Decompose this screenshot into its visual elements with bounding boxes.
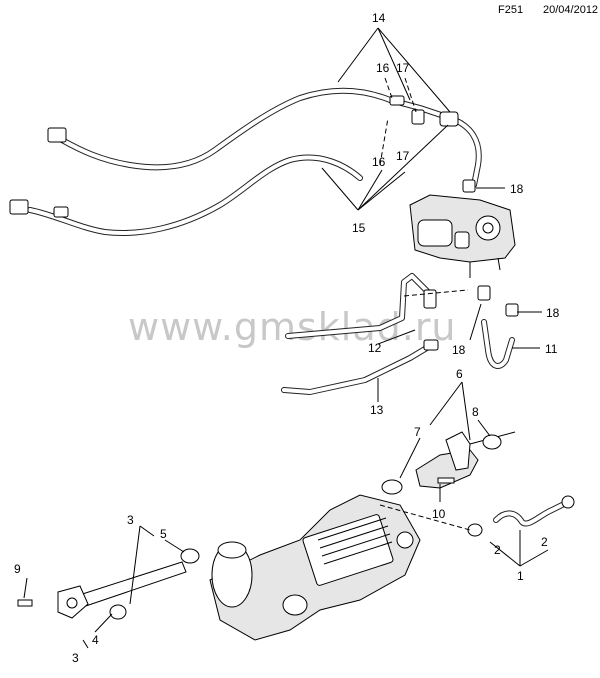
gasket-5 bbox=[180, 548, 200, 564]
callout-3-lower: 3 bbox=[72, 651, 79, 665]
hose-15 bbox=[9, 154, 363, 236]
callout-4: 4 bbox=[92, 633, 99, 647]
clip-17 bbox=[411, 109, 425, 125]
callout-18-top: 18 bbox=[510, 182, 524, 196]
leader-lines bbox=[23, 27, 549, 649]
hose-14 bbox=[47, 87, 482, 188]
callout-13: 13 bbox=[370, 403, 384, 417]
connector-16 bbox=[389, 95, 405, 106]
clip-18-upper bbox=[462, 179, 476, 193]
flange-pipe-6 bbox=[381, 431, 516, 495]
hose-14-sleeve bbox=[439, 111, 459, 127]
pipe-3 bbox=[17, 548, 200, 620]
hose-11 bbox=[481, 319, 515, 369]
callout-18-right: 18 bbox=[546, 306, 560, 320]
callout-10: 10 bbox=[432, 507, 446, 521]
watermark-text: www.gmsklad.ru bbox=[128, 305, 457, 349]
gasket-8 bbox=[482, 434, 502, 450]
clip-18-left bbox=[477, 285, 491, 301]
diagram-code: F251 bbox=[498, 4, 524, 16]
gasket-4 bbox=[109, 604, 127, 620]
clip-18-right bbox=[505, 303, 519, 317]
callout-9: 9 bbox=[14, 562, 21, 576]
valve-assembly bbox=[409, 194, 516, 278]
callout-12: 12 bbox=[368, 341, 382, 355]
bolt-10 bbox=[437, 477, 455, 484]
callout-16-lower: 16 bbox=[372, 155, 386, 169]
callout-18-mid: 18 bbox=[452, 343, 466, 357]
gasket-7 bbox=[381, 479, 403, 495]
gasket-2-left bbox=[467, 523, 483, 537]
pipe-1 bbox=[467, 495, 575, 537]
hose-15-connector bbox=[9, 199, 29, 215]
callout-2-right: 2 bbox=[541, 535, 548, 549]
callout-labels: 14 16 17 16 17 18 15 18 18 12 11 13 6 8 … bbox=[14, 11, 560, 665]
callout-6: 6 bbox=[456, 367, 463, 381]
callout-16-upper: 16 bbox=[376, 61, 390, 75]
hose-14-connector bbox=[47, 127, 67, 143]
callout-3-upper: 3 bbox=[127, 513, 134, 527]
callout-2-left: 2 bbox=[494, 543, 501, 557]
oil-cooler-housing bbox=[209, 494, 421, 641]
callout-11: 11 bbox=[545, 342, 558, 356]
callout-17-upper: 17 bbox=[396, 61, 410, 75]
diagram-date: 20/04/2012 bbox=[543, 4, 599, 16]
callout-15: 15 bbox=[352, 221, 366, 235]
callout-5: 5 bbox=[160, 527, 167, 541]
callout-14: 14 bbox=[372, 11, 386, 25]
pipe-12 bbox=[285, 273, 437, 339]
callout-7: 7 bbox=[414, 425, 421, 439]
gasket-2-right bbox=[561, 495, 575, 509]
callout-8: 8 bbox=[472, 405, 479, 419]
callout-17-lower: 17 bbox=[396, 149, 410, 163]
bolt-9 bbox=[17, 599, 33, 607]
callout-1: 1 bbox=[517, 569, 524, 583]
pipe-13 bbox=[281, 339, 439, 395]
